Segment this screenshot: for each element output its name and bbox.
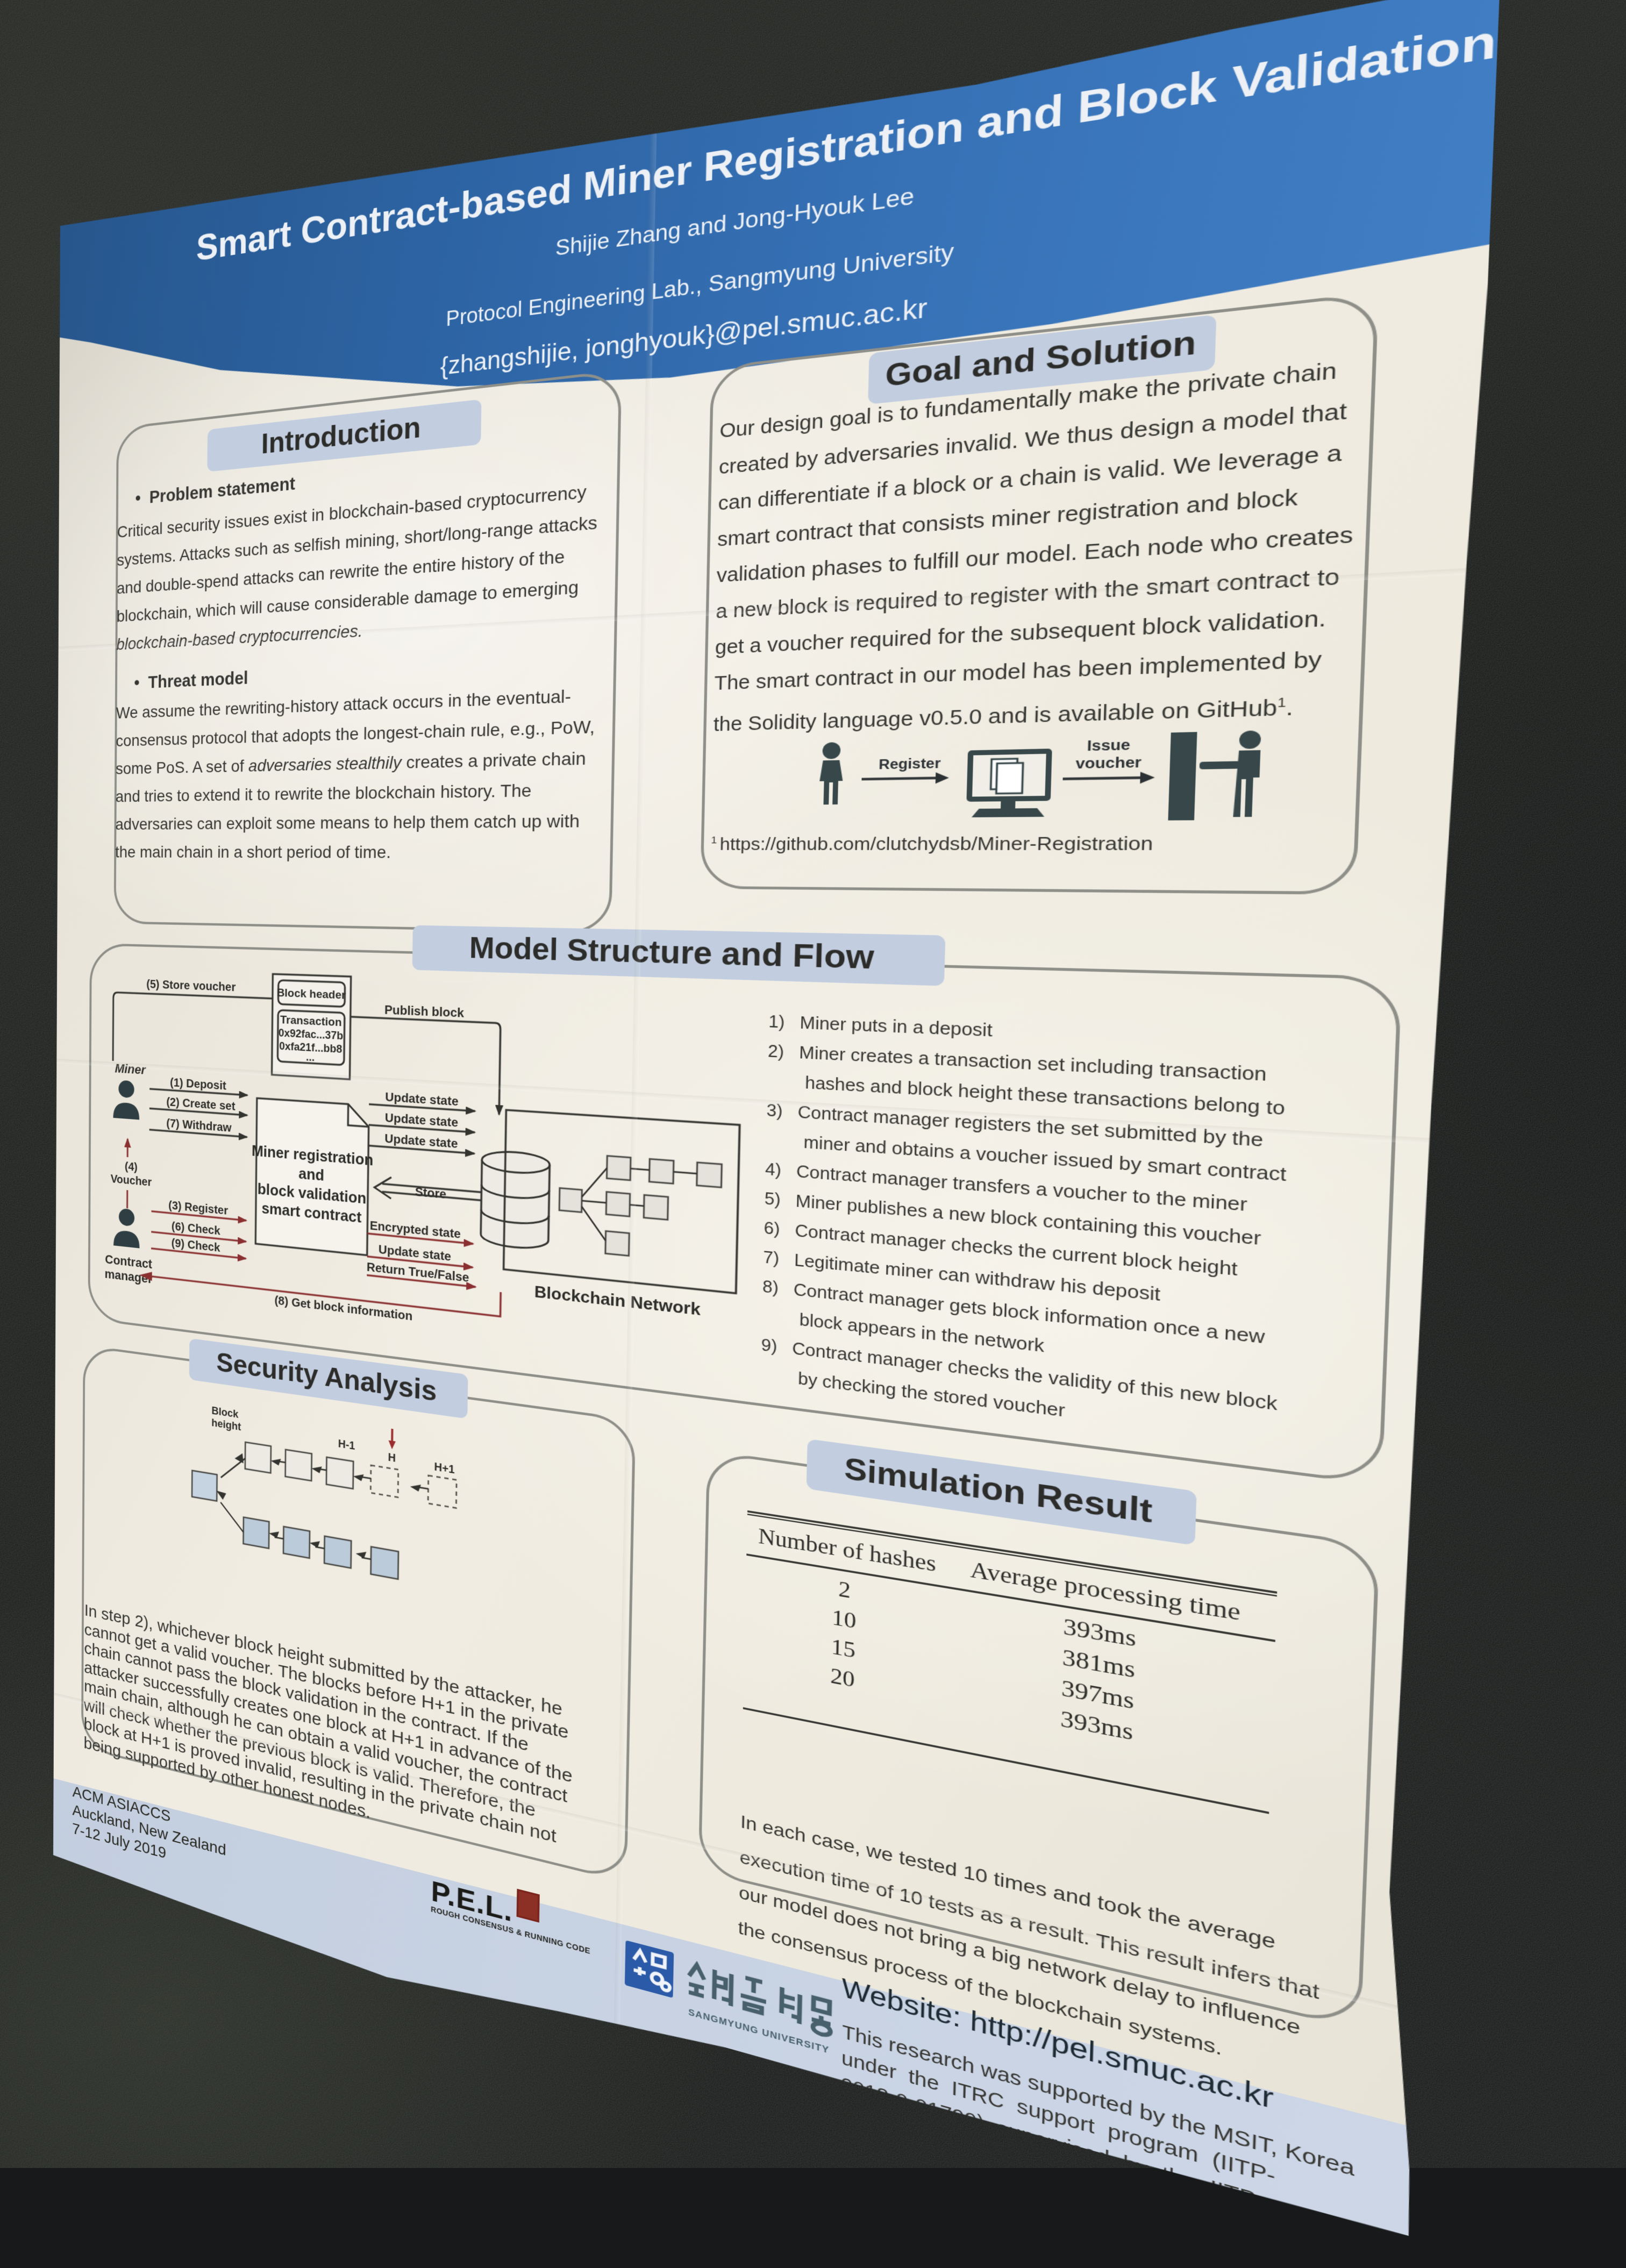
svg-text:(3) Register: (3) Register xyxy=(168,1199,228,1218)
svg-text:H+1: H+1 xyxy=(434,1460,454,1476)
svg-text:H: H xyxy=(388,1451,396,1464)
svg-text:Issue: Issue xyxy=(1087,737,1130,754)
svg-text:and: and xyxy=(298,1166,324,1184)
svg-text:(5) Store voucher: (5) Store voucher xyxy=(146,978,236,994)
svg-text:H-1: H-1 xyxy=(338,1437,355,1452)
svg-text:Register: Register xyxy=(879,755,941,772)
svg-text:Block header: Block header xyxy=(277,987,346,1002)
svg-text:Voucher: Voucher xyxy=(111,1173,152,1189)
svg-text:Publish block: Publish block xyxy=(384,1003,465,1021)
svg-text:Transaction: Transaction xyxy=(280,1014,342,1029)
svg-text:(4): (4) xyxy=(125,1160,138,1174)
svg-text:...: ... xyxy=(306,1051,315,1064)
svg-text:Store: Store xyxy=(415,1185,447,1201)
svg-text:Miner: Miner xyxy=(115,1061,146,1077)
svg-text:voucher: voucher xyxy=(1075,754,1142,772)
